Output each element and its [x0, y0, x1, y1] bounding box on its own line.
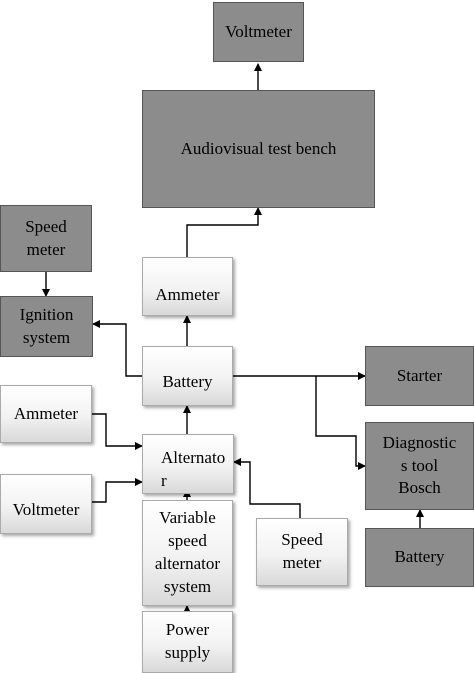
ignition-system-box: Ignition system	[0, 296, 93, 357]
speed-meter-right-box: Speed meter	[256, 518, 348, 586]
power-supply-label: Power supply	[164, 620, 211, 662]
variable-speed-alternator-system-box: Variable speed alternator system	[142, 500, 233, 606]
ammeter-top-box: Ammeter	[142, 257, 233, 316]
diagnostics-tool-label: Diagnostic s tool Bosch	[382, 432, 457, 498]
ammeter-top-label: Ammeter	[155, 285, 220, 305]
speed-meter-left-box: Speed meter	[0, 205, 92, 272]
voltmeter-top-label: Voltmeter	[225, 21, 292, 41]
battery-right-label: Battery	[394, 547, 445, 567]
battery-right-box: Battery	[365, 528, 474, 587]
ignition-system-label: Ignition system	[19, 304, 74, 347]
arrow-battery-to-ignition	[92, 320, 143, 377]
voltmeter-top-box: Voltmeter	[213, 2, 304, 62]
arrow-battery-to-diagnostics	[315, 376, 366, 470]
variable-speed-alternator-system-label: Variable speed alternator system	[154, 508, 221, 596]
speed-meter-left-label: Speed meter	[25, 216, 67, 259]
speed-meter-right-label: Speed meter	[281, 530, 323, 572]
power-supply-box: Power supply	[142, 611, 233, 673]
alternator-label: Alternato r	[161, 448, 226, 490]
ammeter-left-box: Ammeter	[0, 385, 92, 443]
audiovisual-bench-label: Audiovisual test bench	[180, 138, 337, 158]
arrow-speedmeter-to-alternator	[233, 458, 301, 518]
starter-box: Starter	[365, 346, 474, 406]
battery-center-box: Battery	[142, 346, 233, 406]
audiovisual-bench-box: Audiovisual test bench	[142, 90, 375, 208]
ammeter-left-label: Ammeter	[13, 403, 79, 423]
battery-center-label: Battery	[162, 371, 213, 391]
diagnostics-tool-box: Diagnostic s tool Bosch	[365, 422, 474, 510]
alternator-box: Alternato r	[142, 434, 234, 494]
starter-label: Starter	[396, 365, 443, 385]
voltmeter-left-box: Voltmeter	[0, 474, 92, 534]
voltmeter-left-label: Voltmeter	[12, 499, 80, 519]
arrow-voltmeter-to-alternator	[92, 478, 143, 503]
arrow-ammeter-to-alternator	[92, 413, 143, 450]
arrow-ammeter-to-bench	[186, 207, 262, 257]
